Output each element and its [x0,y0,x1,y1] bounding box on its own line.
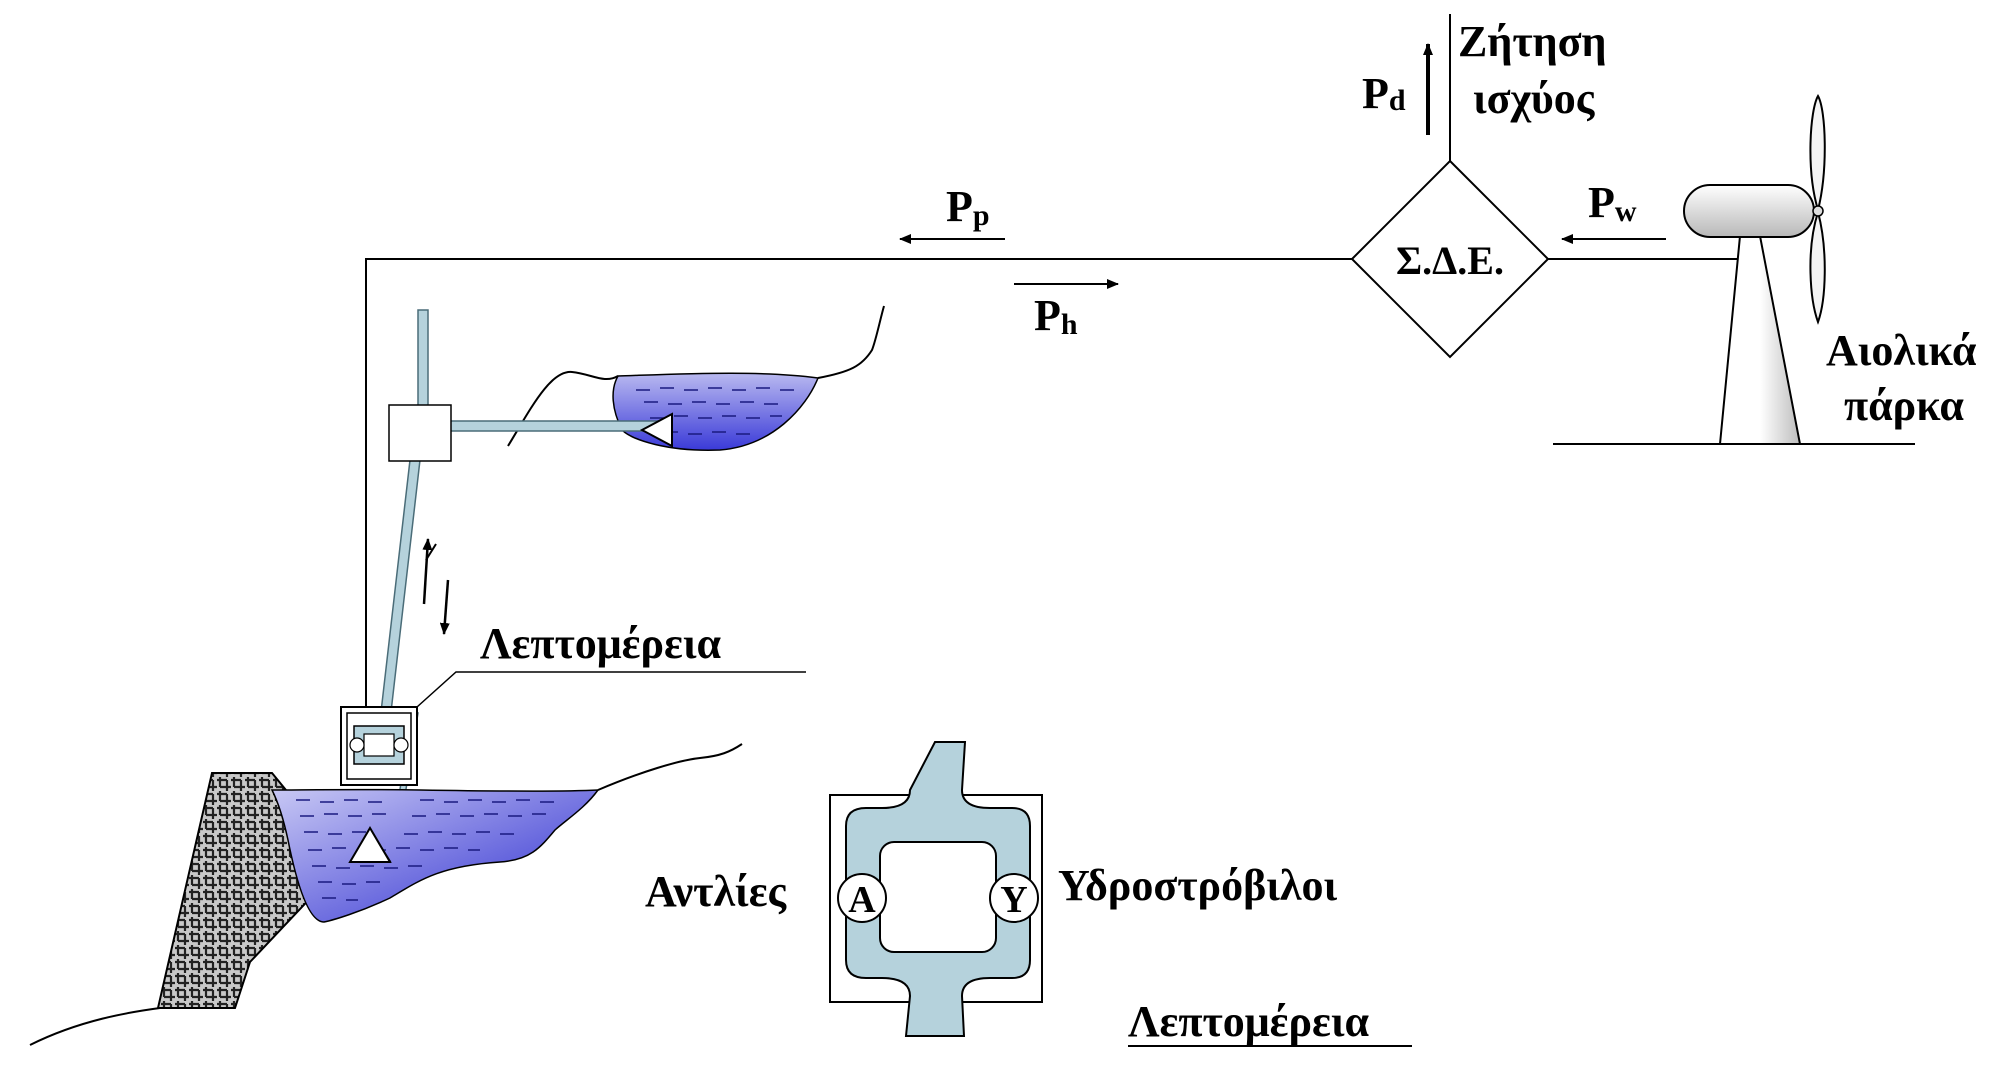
wind-turbine: Αιολικά πάρκα [1553,93,1977,445]
pp-subscript: p [973,199,990,232]
pp-label: Pp [946,182,990,232]
pump-symbol-text: A [848,879,876,921]
turbines-label: Υδροστρόβιλοι [1058,861,1338,910]
pp-symbol: P [946,182,973,231]
detail-label-bottom-group: Λεπτομέρεια [1128,997,1412,1047]
pd-subscript: d [1389,84,1406,117]
ph-symbol: P [1034,291,1061,340]
pw-symbol: P [1588,178,1615,227]
lower-intake-icon [348,826,392,863]
wind-farm-label-line1: Αιολικά [1826,326,1977,375]
pd-label: Pd [1362,69,1406,118]
turbine-symbol [989,873,1039,923]
pd-symbol: P [1362,69,1389,118]
wind-power-flow: Pw [1561,178,1666,244]
pump-symbol [837,873,887,923]
turbine-symbol-text: Y [1000,879,1027,921]
detail-label-bottom: Λεπτομέρεια [1128,997,1369,1046]
upper-intake-icon [639,412,673,448]
demand-flow: Pd Ζήτηση ισχύος [1362,17,1607,135]
detail-label-top: Λεπτομέρεια [480,619,721,668]
demand-label-line1: Ζήτηση [1458,17,1607,66]
pw-subscript: w [1615,195,1637,228]
power-line [365,14,1740,707]
pumps-label: Αντλίες [645,867,788,916]
powerhouse-small [340,671,806,786]
wind-farm-label-line2: πάρκα [1844,381,1964,430]
dam [156,772,320,1009]
grid-label: Σ.Δ.Ε. [1396,238,1504,283]
ph-subscript: h [1061,308,1078,341]
lower-reservoir [29,743,743,1046]
ph-label: Ph [1034,291,1078,341]
pump-power-flow: Pp [899,182,1005,244]
grid-node: Σ.Δ.Ε. [1350,159,1550,359]
pw-label: Pw [1588,178,1637,228]
powerhouse-detail: A Y [829,741,1043,1037]
demand-label-line2: ισχύος [1473,74,1596,123]
hydro-power-flow: Ph [1014,279,1119,341]
